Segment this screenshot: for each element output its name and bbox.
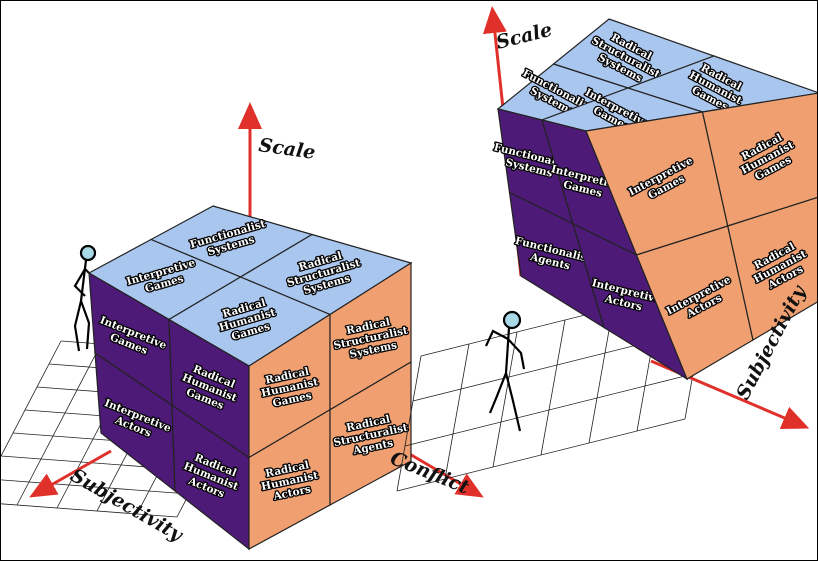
grid-line [396, 355, 422, 492]
grid-line [1, 503, 178, 518]
right-side-cell [727, 197, 817, 341]
left-scale-label: Scale [257, 134, 316, 164]
left-diagram: FunctionalistSystemsRadicalStructuralist… [1, 102, 484, 551]
left-top-cell-label: RadicalStructuralistSystems [282, 245, 365, 300]
left-side-cell-label: RadicalStructuralistAgents [330, 410, 412, 461]
left-side-cell-label: RadicalHumanistGames [258, 364, 322, 411]
left-front-cell-label: RadicalHumanistActors [177, 449, 244, 504]
grid-line [1, 479, 190, 495]
grid-line [1, 340, 62, 457]
grid-line [492, 331, 518, 468]
left-subjectivity-axis [29, 449, 112, 498]
right-stick-figure [485, 310, 526, 432]
right-side-cell [701, 92, 817, 227]
left-cube: FunctionalistSystemsRadicalStructuralist… [87, 205, 413, 551]
left-stick-figure [73, 244, 97, 352]
grid-line [444, 343, 470, 480]
grid-line [540, 319, 566, 456]
right-scale-label: Scale [494, 19, 555, 54]
left-side-cell [329, 360, 412, 507]
